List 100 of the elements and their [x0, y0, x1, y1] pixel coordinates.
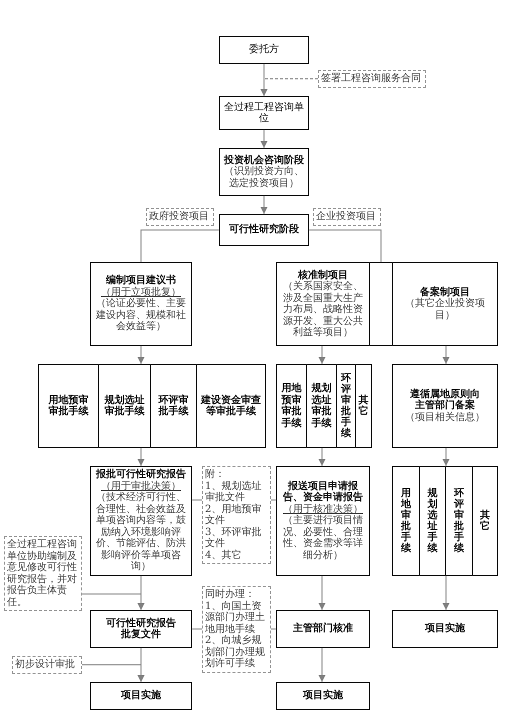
- process-box: [219, 214, 309, 246]
- box-subtitle: （识别投资方向、选定投资项目）: [224, 166, 304, 190]
- box-title: 报批可行性研究报告: [96, 469, 186, 480]
- procedure-box: [150, 364, 197, 448]
- process-box: [90, 610, 192, 648]
- note-text: 全过程工程咨询单位协助编制及意见修改可行性研究报告，并对报告负主体责任。: [7, 539, 78, 608]
- note-box: [146, 208, 214, 226]
- box-description: （技术经济可行性、合理性、社会效益及单项咨询内容等，鼓励纳入环境影响评价、节能评估、防洪影响评价等单项咨询）: [95, 492, 187, 573]
- process-box: [219, 96, 309, 130]
- process-box: [90, 682, 192, 710]
- note-text: 政府投资项目: [149, 211, 209, 222]
- procedure-box: [418, 466, 446, 576]
- box-title: 编制项目建议书: [106, 275, 176, 286]
- box-label: 用地预审审批手续: [282, 383, 302, 429]
- process-box: [90, 262, 192, 346]
- note-box: [202, 466, 271, 564]
- arrow: [138, 346, 144, 364]
- box-label: 全过程工程咨询单位: [224, 102, 304, 124]
- box-subtitle: （用于审批决策）: [101, 480, 181, 492]
- box-subtitle: （关系国家安全、涉及全国重大生产力布局、战略性资源开发、重大公共利益等项目）: [282, 281, 364, 338]
- note-text: 2、用地预审文件: [205, 504, 262, 526]
- box-label: 可行性研究报告批复文件: [106, 618, 176, 640]
- process-box: [276, 466, 370, 576]
- box-label: 其它: [358, 395, 368, 417]
- box-label: 项目实施: [121, 690, 161, 702]
- box-label: 规划选址审批手续: [104, 394, 144, 418]
- arrow: [318, 346, 326, 364]
- procedure-box: [355, 364, 372, 448]
- arrow: [82, 664, 144, 682]
- procedure-box: [98, 364, 151, 448]
- connector-line: [140, 230, 220, 262]
- box-title: 报送项目申请报告、资金申请报告: [282, 480, 364, 504]
- process-box: [392, 262, 498, 346]
- note-text: 1、规划选址审批文件: [205, 480, 262, 504]
- procedure-box: [306, 364, 337, 448]
- box-title: 遵循属地原则向主管部门备案: [410, 388, 480, 412]
- connector-line: [192, 628, 202, 630]
- process-box: [90, 466, 192, 576]
- box-description: （论证必要性、主要建设内容、规模和社会效益等）: [95, 298, 187, 333]
- process-box: [219, 36, 309, 64]
- box-subtitle: （其它企业投资项目）: [404, 298, 486, 322]
- box-label: 项目实施: [425, 623, 465, 635]
- arrow: [260, 196, 268, 214]
- procedure-box: [472, 466, 498, 576]
- arrow: [318, 448, 326, 466]
- box-shape: [369, 262, 393, 346]
- box-label: 委托方: [249, 44, 279, 56]
- process-box: [392, 610, 498, 648]
- process-box: [219, 148, 309, 196]
- box-label: 项目实施: [303, 690, 343, 702]
- box-label: 环评审批手续: [454, 488, 464, 554]
- box-description: （主要进行项目情况、必要性、合理性、资金需求等详细分析）: [282, 515, 364, 562]
- arrow: [260, 130, 268, 148]
- arrow: [442, 346, 450, 364]
- box-label: 环评审批手续: [341, 373, 351, 439]
- procedure-box: [276, 364, 307, 448]
- arrow: [318, 576, 326, 610]
- box-title: 投资机会咨询阶段: [224, 154, 304, 166]
- box-label: 用地审批手续: [400, 488, 411, 554]
- process-box: [276, 682, 370, 710]
- box-subtitle: （项目相关信息）: [405, 412, 485, 424]
- note-text: 1、向国土资源部门办理土地用地手续: [205, 600, 266, 634]
- connector-line: [270, 628, 276, 630]
- procedure-box: [336, 364, 356, 448]
- process-box: [392, 364, 498, 448]
- note-text: 初步设计审批: [15, 659, 75, 670]
- box-subtitle: （用于立项批复）: [101, 286, 181, 298]
- note-text: 同时办理：: [205, 589, 255, 600]
- procedure-box: [196, 364, 266, 448]
- arrow: [138, 448, 144, 466]
- procedure-box: [38, 364, 99, 448]
- arrow: [82, 594, 144, 610]
- box-label: 可行性研究阶段: [229, 224, 299, 236]
- box-label: 主管部门核准: [293, 623, 353, 635]
- connector-line: [308, 230, 382, 262]
- note-text: 企业投资项目: [316, 211, 376, 222]
- process-box: [276, 610, 370, 648]
- dashed-arrow: [260, 78, 318, 96]
- note-text: 4、其它: [205, 550, 242, 561]
- note-box: [318, 70, 426, 88]
- note-box: [313, 208, 381, 226]
- arrow: [442, 448, 450, 466]
- box-title: 备案制项目: [420, 286, 470, 298]
- procedure-box: [392, 466, 420, 576]
- box-label: 用地预审审批手续: [48, 394, 88, 418]
- note-text: 签署工程咨询服务合同: [321, 73, 421, 84]
- box-label: 其它: [480, 510, 490, 532]
- note-text: 2、向城乡规划部门办理规划许可手续: [205, 635, 266, 670]
- box-label: 规划选址审批手续: [312, 383, 332, 429]
- arrow: [442, 576, 450, 610]
- box-subtitle: （用于核准决策）: [283, 504, 363, 515]
- note-text: 3、环评审批文件: [205, 526, 262, 550]
- note-text: 附：: [205, 469, 225, 480]
- procedure-box: [445, 466, 472, 576]
- note-box: [202, 586, 271, 672]
- box-label: 建设资金审查等审批手续: [201, 394, 261, 418]
- note-box: [12, 656, 82, 674]
- arrow: [318, 648, 326, 682]
- box-label: 环评审批手续: [158, 394, 188, 418]
- process-box: [276, 262, 370, 346]
